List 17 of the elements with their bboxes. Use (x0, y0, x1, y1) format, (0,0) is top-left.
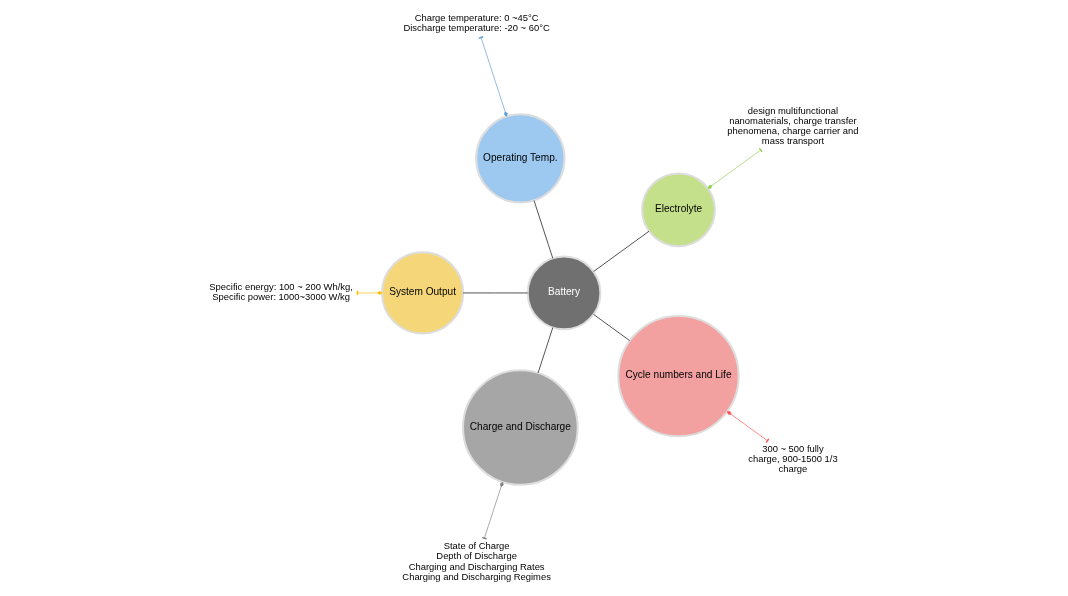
node-text: Specific energy: 100 ~ 200 Wh/kg, Specific power: 1000~3000 W/kg (209, 281, 353, 303)
node-text: State of Charge Depth of Discharge Charging and Discharging Rates Charging and Discharging Regimes (402, 540, 551, 582)
connector (593, 230, 650, 272)
connector (707, 147, 763, 189)
connector (482, 481, 504, 540)
connector (478, 36, 508, 117)
connector (356, 290, 383, 296)
connector (533, 200, 554, 259)
connector (593, 314, 630, 341)
connector (537, 327, 554, 374)
connector (726, 411, 770, 443)
node-text: 300 ~ 500 fully charge, 900-1500 1/3 charge (748, 442, 838, 474)
node-circle: Cycle numbers and Life (617, 314, 740, 438)
node-circle: Battery (526, 255, 602, 331)
node-text: design multifunctional nanomaterials, charge transfer phenomena, charge carrier and mass transport (727, 104, 859, 147)
node-circle: System Output (381, 251, 465, 335)
node-text: Charge temperature: 0 ~45°C Discharge temperature: -20 ~ 60°C (403, 12, 550, 34)
